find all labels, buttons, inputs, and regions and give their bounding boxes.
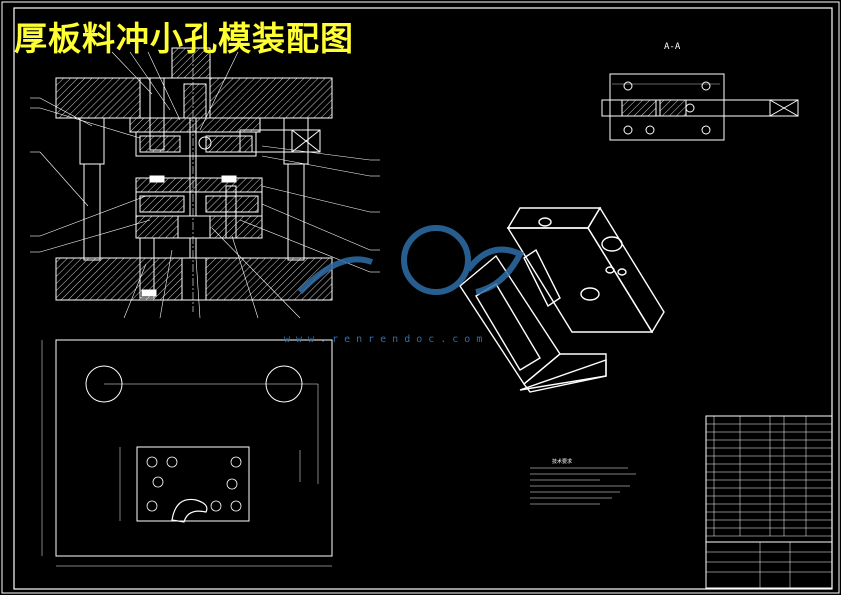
technical-requirements-notes <box>530 467 636 505</box>
section-a-a-label: A-A <box>664 42 681 52</box>
isometric-view <box>459 206 665 393</box>
front-section-view <box>30 40 380 319</box>
plan-view <box>41 339 333 567</box>
watermark-logo <box>297 225 525 295</box>
parts-list-table <box>705 415 833 589</box>
tech-req-heading: 技术要求 <box>552 459 573 465</box>
inner-border <box>13 7 833 590</box>
section-a-a-view <box>601 73 799 141</box>
drawing-title: 厚板料冲小孔模装配图 <box>14 19 354 58</box>
watermark-text: www.renrendoc.com <box>284 334 489 345</box>
